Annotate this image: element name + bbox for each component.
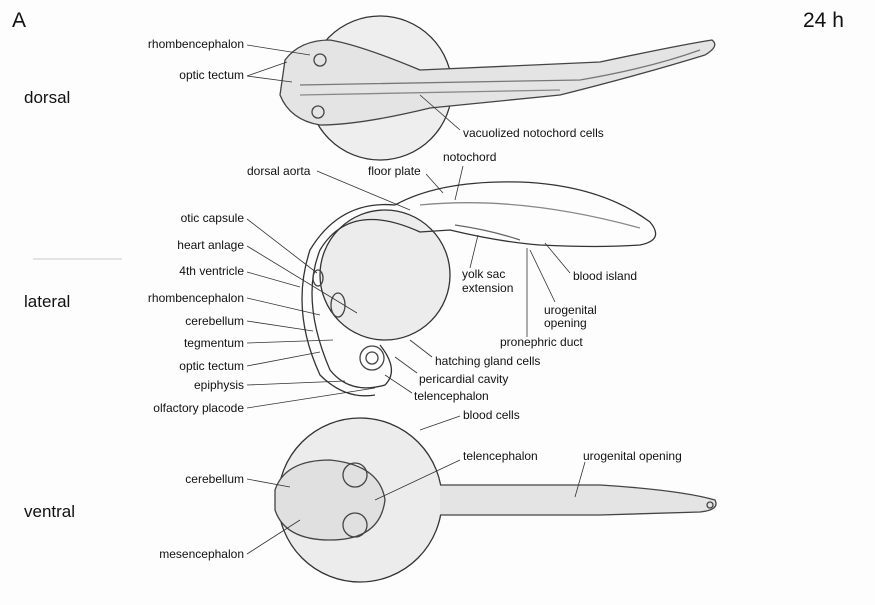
label-hatching-gland-cells: hatching gland cells <box>435 354 541 368</box>
stage-label: 24 h <box>803 9 844 32</box>
label-urogenital-opening-ventral: urogenital opening <box>583 449 682 463</box>
label-yolk-sac-extension: extension <box>462 281 514 295</box>
lateral-embryo-drawing <box>301 181 657 397</box>
label-yolk-sac: yolk sac <box>462 267 506 281</box>
label-pericardial-cavity: pericardial cavity <box>419 372 509 386</box>
label-pronephric-duct: pronephric duct <box>500 335 583 349</box>
label-tegmentum: tegmentum <box>183 336 244 350</box>
label-heart-anlage: heart anlage <box>177 238 244 252</box>
label-floor-plate: floor plate <box>368 164 421 178</box>
dorsal-embryo-drawing <box>279 15 716 161</box>
label-dorsal-aorta: dorsal aorta <box>247 164 311 178</box>
label-otic-capsule: otic capsule <box>180 211 244 225</box>
label-olfactory-placode: olfactory placode <box>153 401 244 415</box>
label-cerebellum-ventral: cerebellum <box>185 472 244 486</box>
label-mesencephalon: mesencephalon <box>159 547 244 561</box>
ventral-embryo-drawing <box>274 417 717 583</box>
label-telencephalon-ventral: telencephalon <box>463 449 538 463</box>
label-epiphysis: epiphysis <box>193 378 244 392</box>
label-rhombencephalon-lateral: rhombencephalon <box>147 291 244 305</box>
label-blood-cells: blood cells <box>463 408 520 422</box>
view-lateral: lateral <box>24 292 71 311</box>
leader-lines <box>33 44 586 555</box>
label-blood-island: blood island <box>573 269 638 283</box>
label-optic-tectum-lateral: optic tectum <box>179 359 244 373</box>
label-rhombencephalon: rhombencephalon <box>147 37 244 51</box>
label-cerebellum: cerebellum <box>185 314 244 328</box>
label-notochord: notochord <box>443 150 497 164</box>
label-urogenital: urogenital <box>544 303 597 317</box>
label-telencephalon: telencephalon <box>414 389 489 403</box>
label-optic-tectum: optic tectum <box>179 68 244 82</box>
label-4th-ventricle: 4th ventricle <box>179 264 244 278</box>
label-urogenital-opening: opening <box>544 316 587 330</box>
view-ventral: ventral <box>24 502 76 521</box>
view-dorsal: dorsal <box>24 88 71 107</box>
label-vacuolized-notochord-cells: vacuolized notochord cells <box>463 126 604 140</box>
panel-letter: A <box>12 9 27 32</box>
